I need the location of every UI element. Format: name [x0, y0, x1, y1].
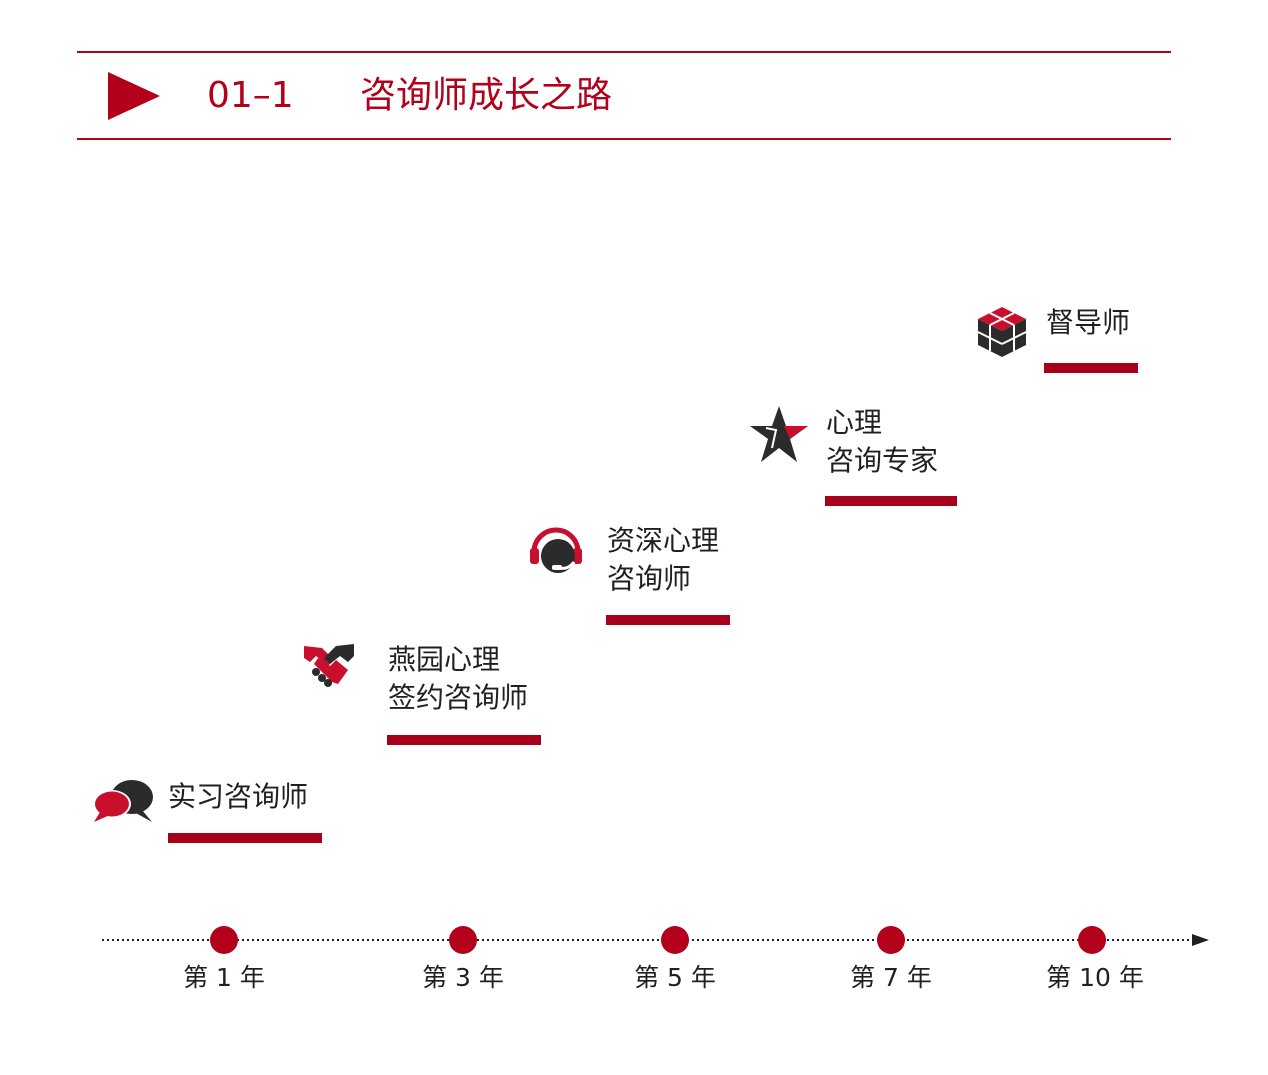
- timeline-year-label: 第 3 年: [422, 963, 504, 992]
- stage-label-line: 燕园心理: [388, 643, 501, 676]
- section-number: 01–1: [207, 75, 294, 116]
- headset-icon: [530, 527, 582, 573]
- stage-label-senior: 资深心理 咨询师: [607, 522, 719, 598]
- stage-label-line: 咨询师: [607, 562, 692, 595]
- stage-label-line: 实习咨询师: [168, 780, 309, 813]
- stage-label-line: 心理: [826, 406, 883, 439]
- stage-label-expert: 心理 咨询专家: [826, 404, 938, 480]
- stage-bar-contracted: [387, 735, 541, 745]
- stage-label-contracted: 燕园心理 签约咨询师: [388, 641, 528, 717]
- play-arrow-icon: [108, 72, 160, 120]
- speech-bubbles-icon: [93, 780, 153, 822]
- header-top-rule: [77, 51, 1171, 53]
- page-title: 咨询师成长之路: [360, 75, 613, 116]
- cube-icon: [977, 307, 1027, 357]
- timeline-year-label: 第 5 年: [634, 963, 716, 992]
- stage-label-line: 督导师: [1046, 306, 1131, 339]
- timeline-axis: [102, 926, 1209, 954]
- timeline-year-label: 第 1 年: [183, 963, 265, 992]
- stage-label-intern: 实习咨询师: [168, 778, 308, 816]
- stage-bar-senior: [606, 615, 730, 625]
- timeline-year-label: 第 10 年: [1046, 963, 1144, 992]
- stage-label-line: 签约咨询师: [388, 681, 529, 714]
- stage-label-line: 资深心理: [607, 524, 720, 557]
- header-bottom-rule: [77, 138, 1171, 140]
- stage-bar-intern: [168, 833, 322, 843]
- stage-label-supervisor: 督导师: [1046, 304, 1130, 342]
- star-icon: [750, 406, 808, 462]
- handshake-icon: [304, 644, 354, 687]
- stage-bar-supervisor: [1044, 363, 1138, 373]
- stage-bar-expert: [825, 496, 957, 506]
- stage-label-line: 咨询专家: [826, 444, 939, 477]
- timeline-year-label: 第 7 年: [850, 963, 932, 992]
